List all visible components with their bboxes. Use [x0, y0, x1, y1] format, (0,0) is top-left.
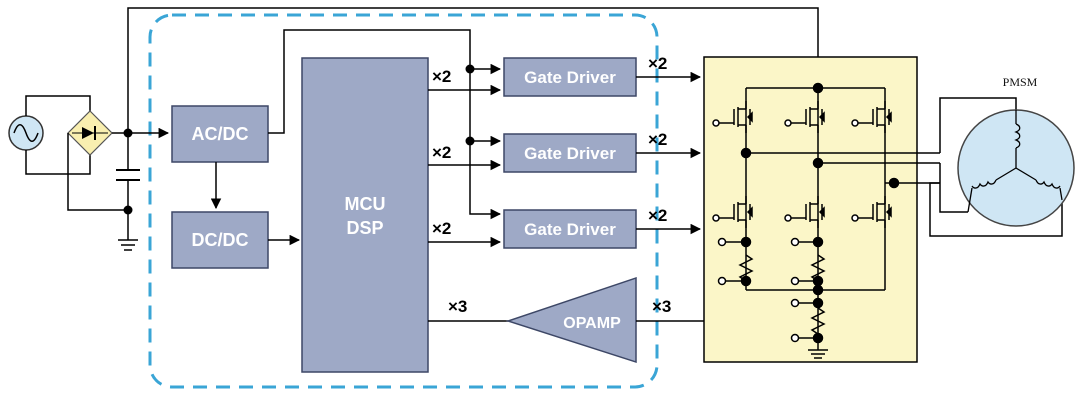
- acdc-block: [171, 105, 269, 163]
- pmsm-label: PMSM: [1003, 75, 1038, 89]
- mosfet-q2-icon: [784, 101, 825, 133]
- controller-boundary: [148, 13, 659, 389]
- acdc-label: AC/DC: [192, 124, 249, 144]
- opamp-triangle: [505, 276, 637, 364]
- pmsm-motor-icon: [957, 109, 1075, 227]
- mult-mcu-gd3: ×2: [432, 219, 451, 238]
- capacitor-icon: [116, 169, 140, 181]
- mcu-dsp-block: [301, 57, 429, 373]
- mcu-label: MCU: [345, 194, 386, 214]
- mult-mcu-opamp: ×3: [448, 297, 467, 316]
- gate-driver-2-block: [503, 133, 637, 173]
- mult-opamp-in: ×3: [652, 297, 671, 316]
- mosfet-q3-icon: [851, 101, 892, 133]
- mult-gd3-out: ×2: [648, 206, 667, 225]
- gate-driver-3-label: Gate Driver: [524, 220, 616, 239]
- gate-driver-1-label: Gate Driver: [524, 68, 616, 87]
- mosfet-q4-icon: [712, 196, 753, 228]
- mult-mcu-gd1: ×2: [432, 67, 451, 86]
- mosfet-icons: [712, 101, 892, 228]
- mosfet-q6-icon: [851, 196, 892, 228]
- opamp-label: OPAMP: [563, 315, 621, 332]
- rectifier-bridge-icon: [67, 110, 113, 156]
- dcdc-block: [171, 211, 269, 269]
- ground-icon: [118, 239, 138, 251]
- ac-source-icon: [8, 115, 44, 151]
- mult-gd2-out: ×2: [648, 130, 667, 149]
- mult-mcu-gd2: ×2: [432, 143, 451, 162]
- mosfet-q1-icon: [712, 101, 753, 133]
- mosfet-q5-icon: [784, 196, 825, 228]
- mult-gd1-out: ×2: [648, 54, 667, 73]
- gate-driver-1-block: [503, 57, 637, 97]
- gate-driver-3-block: [503, 209, 637, 249]
- dcdc-label: DC/DC: [192, 230, 249, 250]
- motor-phase-wires: [929, 97, 1063, 237]
- gate-driver-2-label: Gate Driver: [524, 144, 616, 163]
- dsp-label: DSP: [346, 218, 383, 238]
